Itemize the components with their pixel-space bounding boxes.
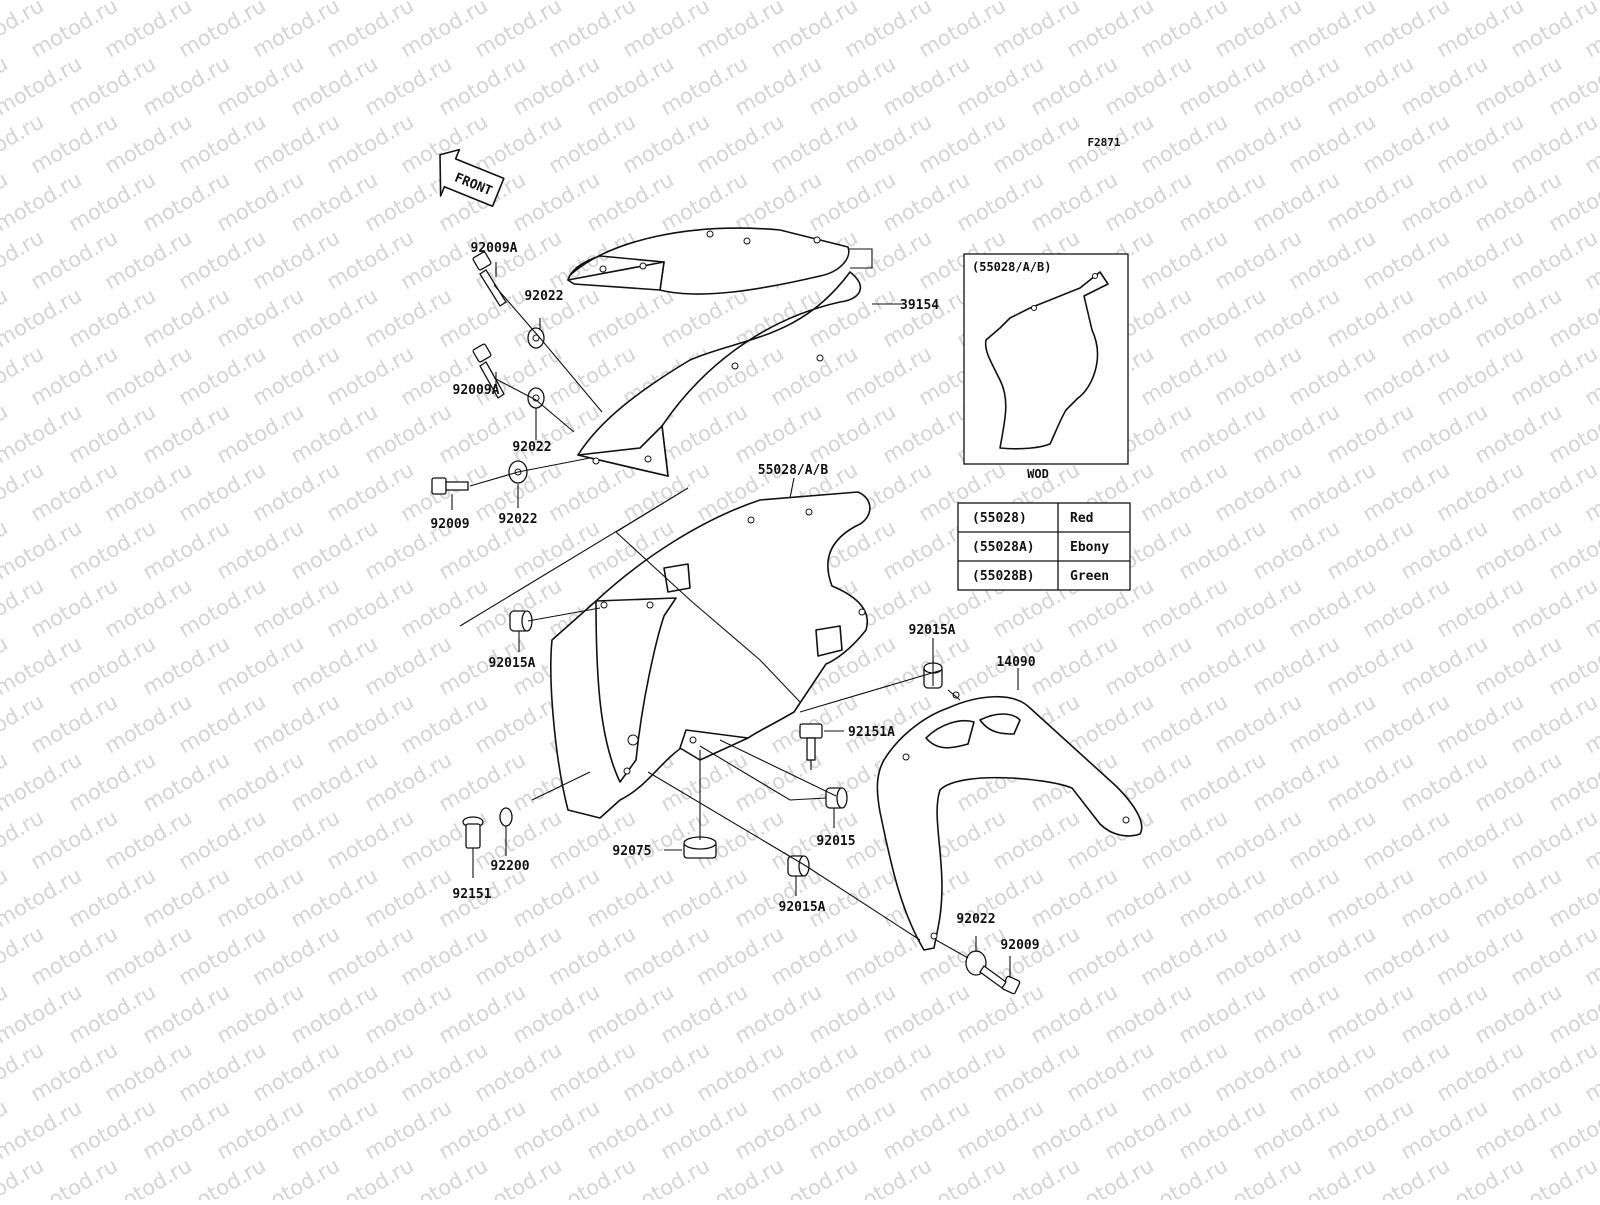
color-table-color: Ebony bbox=[1070, 540, 1109, 555]
grommet-icon bbox=[826, 788, 847, 808]
label-washer-top-3: 92022 bbox=[498, 512, 537, 527]
color-table-code: (55028B) bbox=[972, 569, 1035, 584]
color-table-color: Red bbox=[1070, 511, 1093, 526]
inset-title: (55028/A/B) bbox=[972, 260, 1051, 274]
label-grommet-right-top: 92015A bbox=[909, 623, 956, 638]
label-cowl: 55028/A/B bbox=[758, 463, 829, 478]
label-screw-top-1: 92009A bbox=[471, 241, 518, 256]
label-washer-bottom: 92022 bbox=[956, 912, 995, 927]
washer-icon bbox=[500, 808, 512, 826]
label-screw-top-2: 92009A bbox=[453, 383, 500, 398]
watermark-text: motod.ru bbox=[0, 0, 86, 4]
figure-code: F2871 bbox=[1087, 136, 1120, 149]
color-table-code: (55028) bbox=[972, 511, 1027, 526]
label-bolt-mid: 92151A bbox=[848, 725, 895, 740]
label-washer-top-1: 92022 bbox=[524, 289, 563, 304]
label-grommet-bottom: 92015A bbox=[779, 900, 826, 915]
damper-icon bbox=[684, 837, 716, 858]
label-washer-top-2: 92022 bbox=[512, 440, 551, 455]
label-screw-top-3: 92009 bbox=[430, 517, 469, 532]
label-bracket: 14090 bbox=[996, 655, 1035, 670]
label-screw-bottom: 92009 bbox=[1000, 938, 1039, 953]
bolt-icon bbox=[463, 817, 483, 848]
color-table-color: Green bbox=[1070, 569, 1109, 584]
label-grommet-left: 92015A bbox=[489, 656, 536, 671]
color-table-code: (55028A) bbox=[972, 540, 1035, 555]
label-washer-left: 92200 bbox=[490, 859, 529, 874]
color-table: (55028) Red (55028A) Ebony (55028B) Green bbox=[958, 503, 1130, 590]
inset-caption: WOD bbox=[1027, 467, 1049, 481]
label-windshield: 39154 bbox=[900, 298, 939, 313]
label-grommet-mid: 92015 bbox=[816, 834, 855, 849]
label-damper: 92075 bbox=[612, 844, 651, 859]
label-bolt-left: 92151 bbox=[452, 887, 491, 902]
